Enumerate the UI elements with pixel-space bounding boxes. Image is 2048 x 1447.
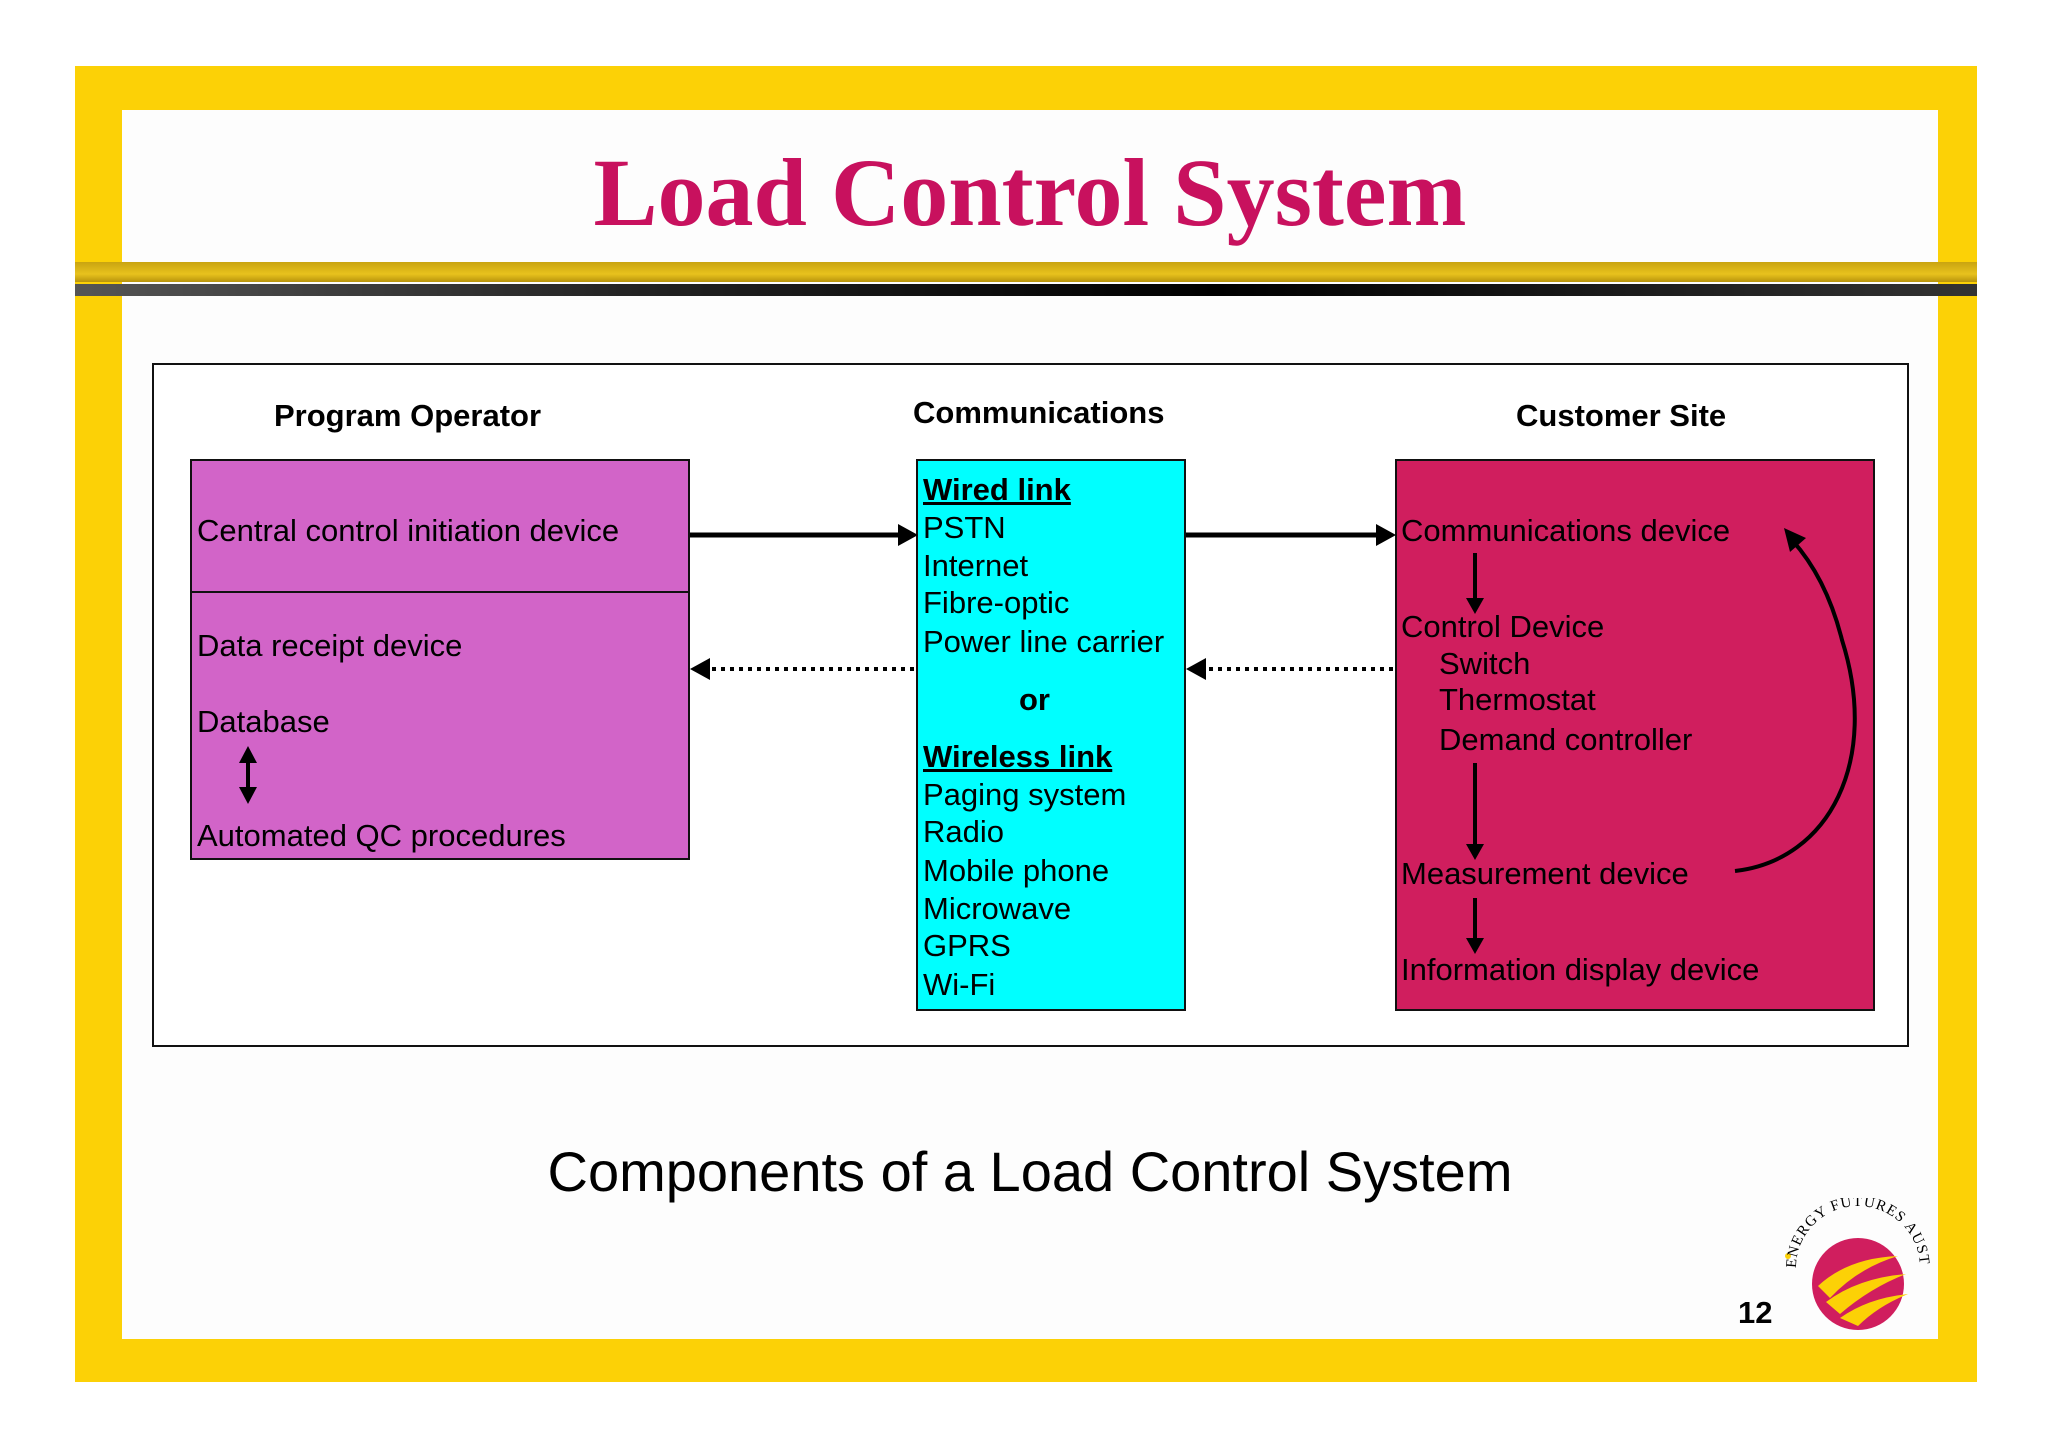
heading-communications: Communications <box>913 395 1165 430</box>
control-item-thermostat: Thermostat <box>1439 682 1596 717</box>
measurement-device: Measurement device <box>1401 856 1689 891</box>
title-underline-gold <box>75 262 1977 282</box>
page-number: 12 <box>1738 1295 1773 1330</box>
wired-item-pstn: PSTN <box>923 510 1006 545</box>
wireless-link-heading: Wireless link <box>923 739 1113 774</box>
wired-item-power-line-carrier: Power line carrier <box>923 624 1165 659</box>
comms-to-customer-arrow <box>1186 524 1396 546</box>
control-item-switch: Switch <box>1439 646 1531 681</box>
energy-futures-australia-logo: ENERGY FUTURES AUSTRALIA <box>1778 1198 1931 1330</box>
title-underline-dark <box>75 284 1977 296</box>
control-device: Control Device <box>1401 609 1605 644</box>
automated-qc-procedures: Automated QC procedures <box>197 818 566 853</box>
measurement-to-display-arrow <box>1466 898 1484 954</box>
slide-title: Load Control System <box>593 139 1467 246</box>
wireless-item-wi-fi: Wi-Fi <box>923 967 996 1002</box>
comms-to-operator-dotted-arrow <box>690 658 914 680</box>
heading-program-operator: Program Operator <box>274 398 542 433</box>
feedback-curve-arrow <box>1734 528 1857 873</box>
database-double-arrow <box>239 746 257 804</box>
wireless-item-paging-system: Paging system <box>923 777 1127 812</box>
control-device-to-measurement-arrow <box>1466 763 1484 860</box>
wired-link-heading: Wired link <box>923 472 1071 507</box>
wireless-item-mobile-phone: Mobile phone <box>923 853 1110 888</box>
wireless-item-radio: Radio <box>923 814 1004 849</box>
communications-device: Communications device <box>1401 513 1731 548</box>
communications-box <box>916 459 1186 1011</box>
program-operator-box <box>190 459 690 860</box>
slide-caption: Components of a Load Control System <box>547 1140 1513 1203</box>
comm-device-to-control-device-arrow <box>1466 553 1484 614</box>
information-display-device: Information display device <box>1401 952 1760 987</box>
database: Database <box>197 704 330 739</box>
wireless-item-microwave: Microwave <box>923 891 1072 926</box>
data-receipt-device: Data receipt device <box>197 628 463 663</box>
central-control-initiation-device: Central control initiation device <box>197 513 620 548</box>
operator-to-comms-arrow <box>690 524 918 546</box>
control-item-demand-controller: Demand controller <box>1439 722 1693 757</box>
operator-box-divider <box>190 591 690 593</box>
heading-customer-site: Customer Site <box>1516 398 1727 433</box>
wired-item-internet: Internet <box>923 548 1029 583</box>
wired-item-fibre-optic: Fibre-optic <box>923 585 1070 620</box>
wireless-item-gprs: GPRS <box>923 928 1011 963</box>
customer-to-comms-dotted-arrow <box>1186 658 1393 680</box>
or-label: or <box>1019 682 1050 717</box>
